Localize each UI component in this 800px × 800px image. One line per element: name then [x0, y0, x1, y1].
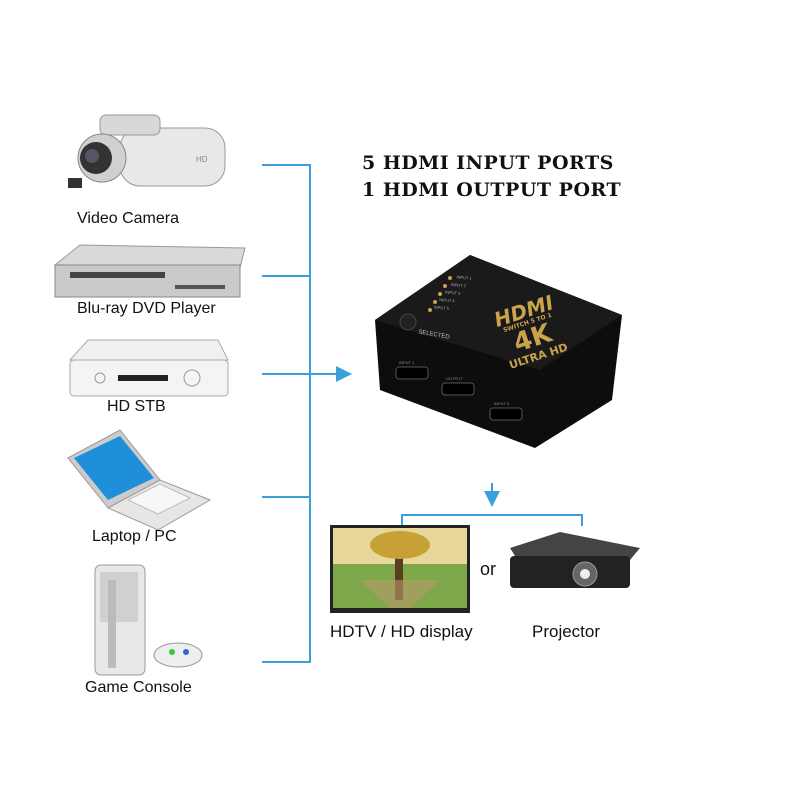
video-camera-icon: HD	[68, 114, 226, 188]
label-dvd-player: Blu-ray DVD Player	[77, 300, 216, 317]
input-connectors	[262, 164, 352, 663]
headline-output-port: 1 HDMI OUTPUT PORT	[362, 179, 622, 201]
port-label: INPUT 5	[494, 401, 510, 406]
hdmi-switch-device	[375, 255, 622, 448]
headline-input-ports: 5 HDMI INPUT PORTS	[362, 152, 614, 174]
svg-text:HD: HD	[196, 155, 208, 164]
label-projector: Projector	[532, 622, 601, 641]
label-video-camera: Video Camera	[77, 210, 179, 227]
dvd-player-icon	[53, 244, 246, 298]
port-label: INPUT 1	[399, 360, 415, 365]
tv-icon	[330, 525, 470, 613]
port-label: OUTPUT	[446, 376, 463, 381]
label-game-console: Game Console	[85, 679, 192, 696]
label-hdtv: HDTV / HD display	[330, 622, 473, 641]
label-hd-stb: HD STB	[107, 398, 166, 415]
laptop-icon	[67, 429, 212, 531]
projector-icon	[510, 532, 640, 588]
set-top-box-icon	[68, 339, 229, 397]
label-laptop: Laptop / PC	[92, 528, 177, 545]
game-console-icon	[94, 564, 203, 676]
output-connectors	[401, 483, 583, 526]
or-label: or	[480, 559, 497, 579]
